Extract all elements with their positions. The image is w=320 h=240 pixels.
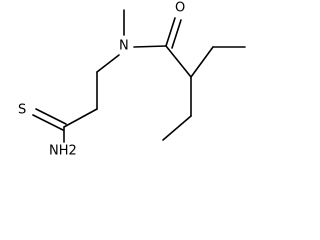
bond-carbonyl-ch: [165, 45, 192, 78]
bond-c-ch2-a: [63, 108, 98, 128]
bond-ch-ethyl2-b: [162, 115, 192, 141]
atom-label-sulfur: S: [18, 103, 26, 118]
bond-carbonyl-o-1: [165, 17, 176, 47]
atom-label-oxygen: O: [175, 1, 185, 16]
molecule-structure: S NH2 N O: [18, 1, 246, 159]
bond-thiocarbonyl-1: [35, 108, 67, 125]
bond-carbonyl-o-2: [171, 19, 182, 49]
bond-n-carbonyl: [133, 45, 167, 48]
atom-label-amine: NH2: [49, 144, 77, 159]
bond-thiocarbonyl-2: [32, 114, 64, 131]
bond-ch2-n: [96, 54, 120, 73]
atom-label-nitrogen: N: [119, 39, 129, 54]
bond-ch-ethyl1-a: [190, 46, 214, 78]
